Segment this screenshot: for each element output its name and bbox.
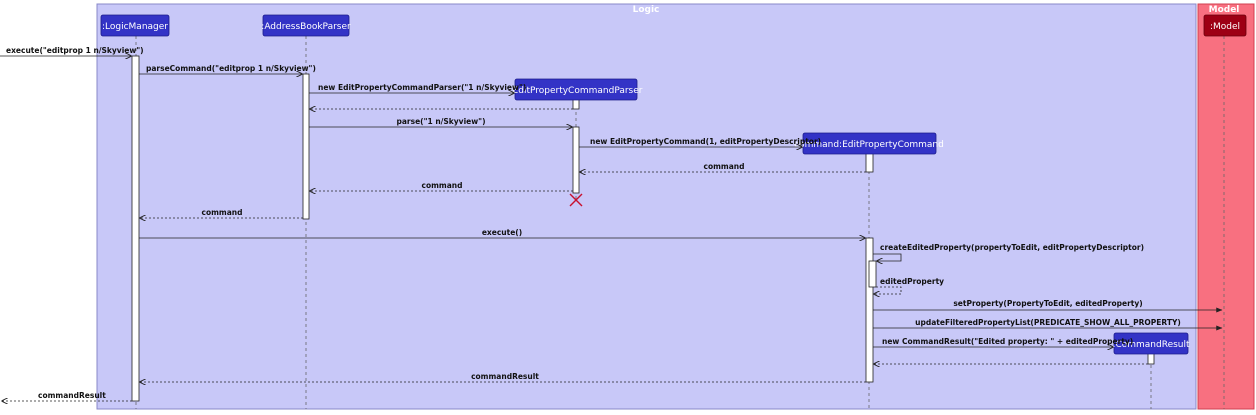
message-m1: execute("editprop 1 n/Skyview") xyxy=(0,46,144,56)
participant-addressbookparser-label: :AddressBookParser xyxy=(261,22,351,32)
activation-commandresult xyxy=(1147,352,1155,365)
message-label: parseCommand("editprop 1 n/Skyview") xyxy=(146,64,316,73)
message-m11: createEditedProperty(propertyToEdit, edi… xyxy=(873,243,1144,261)
message-m2: parseCommand("editprop 1 n/Skyview") xyxy=(139,64,316,74)
message-m7: command xyxy=(580,162,866,172)
participant-editpropcmdparser-label: :EditPropertyCommandParser xyxy=(510,86,643,96)
message-m17: commandResult xyxy=(140,372,866,382)
message-label: createEditedProperty(propertyToEdit, edi… xyxy=(880,243,1144,252)
message-label: parse("1 n/Skyview") xyxy=(396,117,485,126)
message-m18: commandResult xyxy=(2,391,132,401)
message-m14: updateFilteredPropertyList(PREDICATE_SHO… xyxy=(873,318,1223,331)
message-label: execute("editprop 1 n/Skyview") xyxy=(6,46,144,55)
message-m6: new EditPropertyCommand(1, editPropertyD… xyxy=(579,137,821,147)
message-label: commandResult xyxy=(38,391,106,400)
activation-editpropcmdparser-create xyxy=(572,98,580,110)
activation-addressbookparser xyxy=(302,73,310,220)
message-arrow xyxy=(873,253,902,261)
message-label: new EditPropertyCommandParser("1 n/Skyvi… xyxy=(318,83,526,92)
message-label: command xyxy=(422,181,463,190)
message-label: updateFilteredPropertyList(PREDICATE_SHO… xyxy=(915,318,1181,327)
activation-editpropcmd-self xyxy=(868,260,877,288)
message-m8: command xyxy=(310,181,573,191)
participant-addressbookparser: :AddressBookParser xyxy=(261,14,351,37)
message-label: editedProperty xyxy=(880,277,944,286)
activation-editpropcmd-execute xyxy=(865,237,874,383)
message-label: new CommandResult("Edited property: " + … xyxy=(882,337,1133,346)
participant-editpropcmd-label: command:EditPropertyCommand xyxy=(794,140,944,150)
participant-commandresult: :CommandResult xyxy=(1112,332,1190,355)
participant-model-label: :Model xyxy=(1210,22,1240,32)
activation-editpropcmdparser-parse xyxy=(572,126,580,194)
logic-box-title: Logic xyxy=(633,5,660,15)
participant-editpropcmdparser-box xyxy=(514,78,638,101)
message-label: execute() xyxy=(482,228,522,237)
activation-editpropcmd-create xyxy=(865,152,874,173)
message-label: command xyxy=(704,162,745,171)
destroy-x-stroke-b xyxy=(569,193,583,207)
message-label: setProperty(PropertyToEdit, editedProper… xyxy=(953,299,1142,308)
message-m5: parse("1 n/Skyview") xyxy=(309,117,572,127)
participant-model: :Model xyxy=(1203,14,1247,37)
destroy-editpropcmdparser xyxy=(569,193,583,207)
message-label: commandResult xyxy=(471,372,539,381)
activation-logicmanager xyxy=(131,55,140,402)
participant-editpropcmdparser: :EditPropertyCommandParser xyxy=(510,78,643,101)
participant-editpropcmd-box xyxy=(802,132,937,155)
participant-addressbookparser-box xyxy=(262,14,350,37)
message-m13: setProperty(PropertyToEdit, editedProper… xyxy=(873,299,1223,313)
participant-model-box xyxy=(1203,14,1247,37)
message-m12: editedProperty xyxy=(874,277,944,294)
participant-commandresult-label: :CommandResult xyxy=(1112,340,1190,350)
message-arrow xyxy=(874,286,902,294)
participant-logicmanager-label: :LogicManager xyxy=(102,22,168,32)
participant-editpropcmd: command:EditPropertyCommand xyxy=(794,132,944,155)
message-m15: new CommandResult("Edited property: " + … xyxy=(873,337,1133,347)
participant-logicmanager: :LogicManager xyxy=(100,14,170,37)
message-m10: execute() xyxy=(139,228,865,238)
participant-commandresult-box xyxy=(1113,332,1189,355)
model-box-title: Model xyxy=(1209,5,1240,15)
logic-box xyxy=(96,3,1197,410)
message-label: command xyxy=(202,208,243,217)
model-box xyxy=(1197,3,1255,410)
message-m3: new EditPropertyCommandParser("1 n/Skyvi… xyxy=(309,83,526,93)
message-m9: command xyxy=(140,208,303,218)
message-label: new EditPropertyCommand(1, editPropertyD… xyxy=(590,137,821,146)
participant-logicmanager-box xyxy=(100,14,170,37)
